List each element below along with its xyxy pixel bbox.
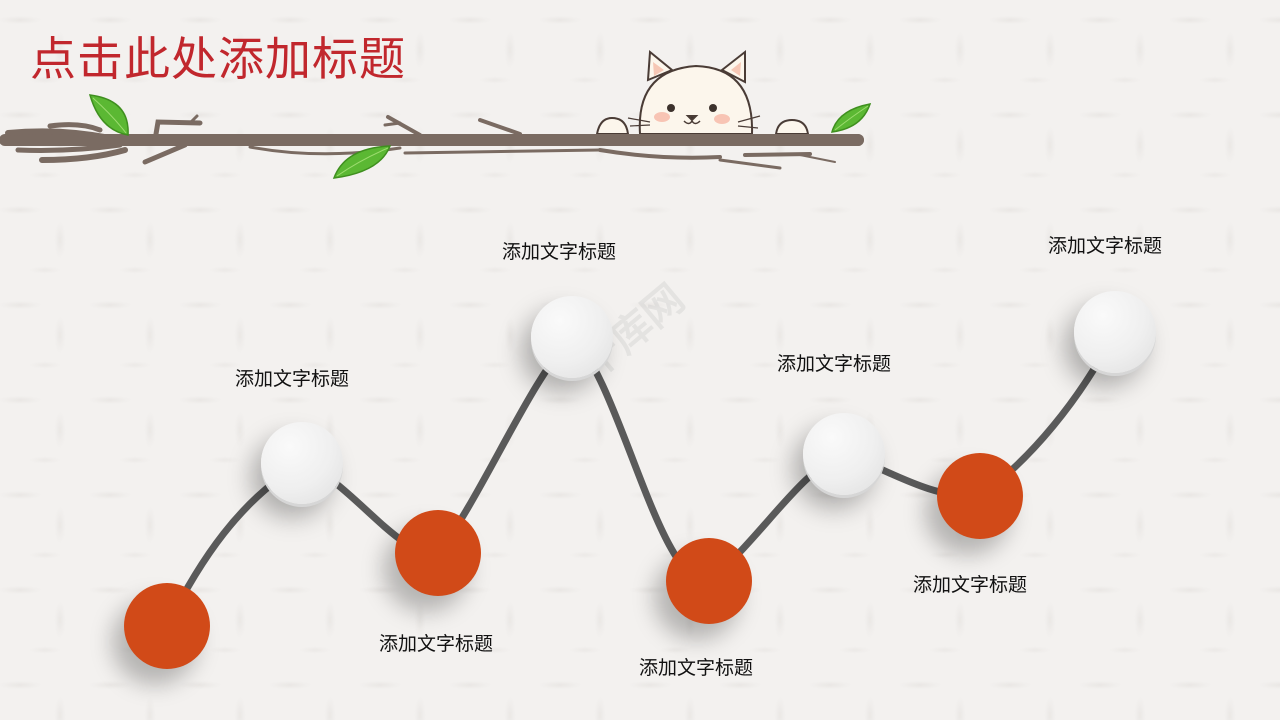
node-label[interactable]: 添加文字标题 xyxy=(1048,235,1163,257)
timeline-node-7[interactable] xyxy=(937,453,1023,539)
timeline-node-1[interactable] xyxy=(124,583,210,669)
timeline-node-8[interactable] xyxy=(1074,291,1156,373)
timeline-node-3[interactable] xyxy=(395,510,481,596)
timeline-node-2[interactable] xyxy=(261,422,343,504)
timeline-node-5[interactable] xyxy=(666,538,752,624)
node-label[interactable]: 添加文字标题 xyxy=(777,353,892,375)
node-label[interactable]: 添加文字标题 xyxy=(639,657,754,679)
branch-decoration xyxy=(0,49,872,179)
node-label[interactable]: 添加文字标题 xyxy=(379,633,494,655)
timeline-node-4[interactable] xyxy=(531,296,613,378)
slide-title[interactable]: 点击此处添加标题 xyxy=(30,32,406,86)
timeline-node-6[interactable] xyxy=(803,413,885,495)
leaf-icon xyxy=(332,145,392,179)
node-label[interactable]: 添加文字标题 xyxy=(913,574,1028,596)
leaf-icon xyxy=(830,103,872,133)
leaf-icon xyxy=(88,94,129,136)
node-label[interactable]: 添加文字标题 xyxy=(502,241,617,263)
cat-icon xyxy=(595,49,810,135)
node-label[interactable]: 添加文字标题 xyxy=(235,368,350,390)
